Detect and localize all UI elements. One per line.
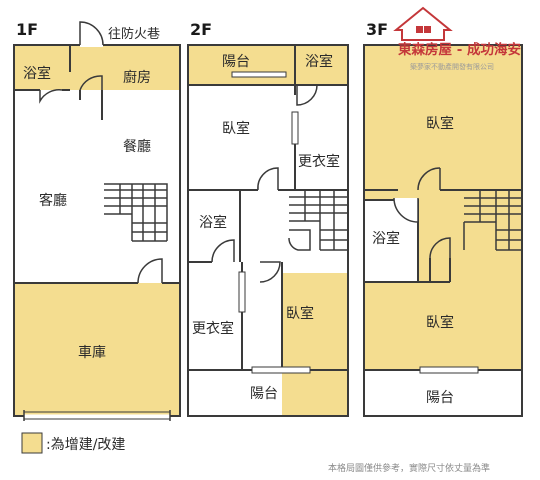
- floor-2f: [187, 44, 349, 417]
- f3-label-bedroom-bottom: 臥室: [426, 314, 454, 331]
- f1-label-kitchen: 廚房: [123, 69, 151, 86]
- brand-subtitle: 築夢家不動產開發有限公司: [410, 62, 494, 71]
- f3-door-bathroom: [393, 197, 419, 223]
- f1-label-garage: 車庫: [78, 344, 106, 361]
- f2-door-dressing: [259, 261, 281, 283]
- f2-window-dressing-bottom: [238, 271, 246, 313]
- f1-door-kitchen: [79, 75, 103, 91]
- f2-door-bathroom-top: [296, 84, 318, 106]
- f2-title: 2F: [190, 20, 212, 39]
- f1-door-fire-lane: [79, 21, 104, 46]
- f3-label-bathroom: 浴室: [372, 230, 400, 247]
- f3-stairs: [463, 189, 523, 251]
- f1-addition-top: [14, 45, 180, 90]
- floor-3f: [363, 44, 523, 417]
- f2-window-dressing: [291, 111, 299, 145]
- f1-door-garage: [137, 258, 163, 284]
- legend-text: :為增建/改建: [46, 437, 125, 453]
- f2-stairs: [288, 189, 349, 251]
- f3-label-balcony: 陽台: [426, 390, 454, 406]
- f2-addition-top: [188, 45, 348, 85]
- f2-label-bedroom-top: 臥室: [222, 120, 250, 137]
- f3-door-bedroom-top: [417, 167, 441, 191]
- f1-stairs: [104, 183, 168, 242]
- brand-logo: [393, 6, 453, 41]
- disclaimer: 本格局圖僅供參考，實際尺寸依丈量為準: [328, 462, 490, 474]
- f2-label-bedroom-bottom: 臥室: [286, 305, 314, 322]
- f3-label-bedroom-top: 臥室: [426, 115, 454, 132]
- f2-window-bottom: [251, 366, 311, 374]
- brand-name: 東森房屋 - 成功海安: [398, 41, 521, 58]
- f2-label-dressing-bottom: 更衣室: [192, 320, 234, 337]
- f2-addition-bedroom: [282, 273, 348, 416]
- f3-window-bottom: [419, 366, 479, 374]
- f1-label-living: 客廳: [39, 192, 67, 209]
- f1-door-bathroom: [39, 89, 63, 104]
- f2-window-balcony: [231, 71, 287, 78]
- f2-label-balcony-bottom: 陽台: [250, 386, 278, 402]
- legend-swatch: [21, 432, 43, 454]
- f2-door-bedroom-top: [257, 167, 279, 191]
- f3-title: 3F: [366, 20, 388, 39]
- house-logo-icon: [393, 6, 453, 41]
- f2-label-balcony-top: 陽台: [222, 54, 250, 70]
- f3-door-hall: [429, 237, 451, 259]
- f2-label-bathroom-top: 浴室: [305, 53, 333, 70]
- f2-door-bathroom-mid: [211, 239, 235, 263]
- f2-label-dressing-top: 更衣室: [298, 153, 340, 170]
- f1-title: 1F: [16, 20, 38, 39]
- f1-label-fire-lane: 往防火巷: [108, 26, 160, 42]
- f1-label-dining: 餐廳: [123, 138, 151, 155]
- f2-label-bathroom-mid: 浴室: [199, 214, 227, 231]
- f1-label-bathroom: 浴室: [23, 65, 51, 82]
- f1-addition-garage: [14, 283, 180, 416]
- floor-1f: [13, 21, 181, 421]
